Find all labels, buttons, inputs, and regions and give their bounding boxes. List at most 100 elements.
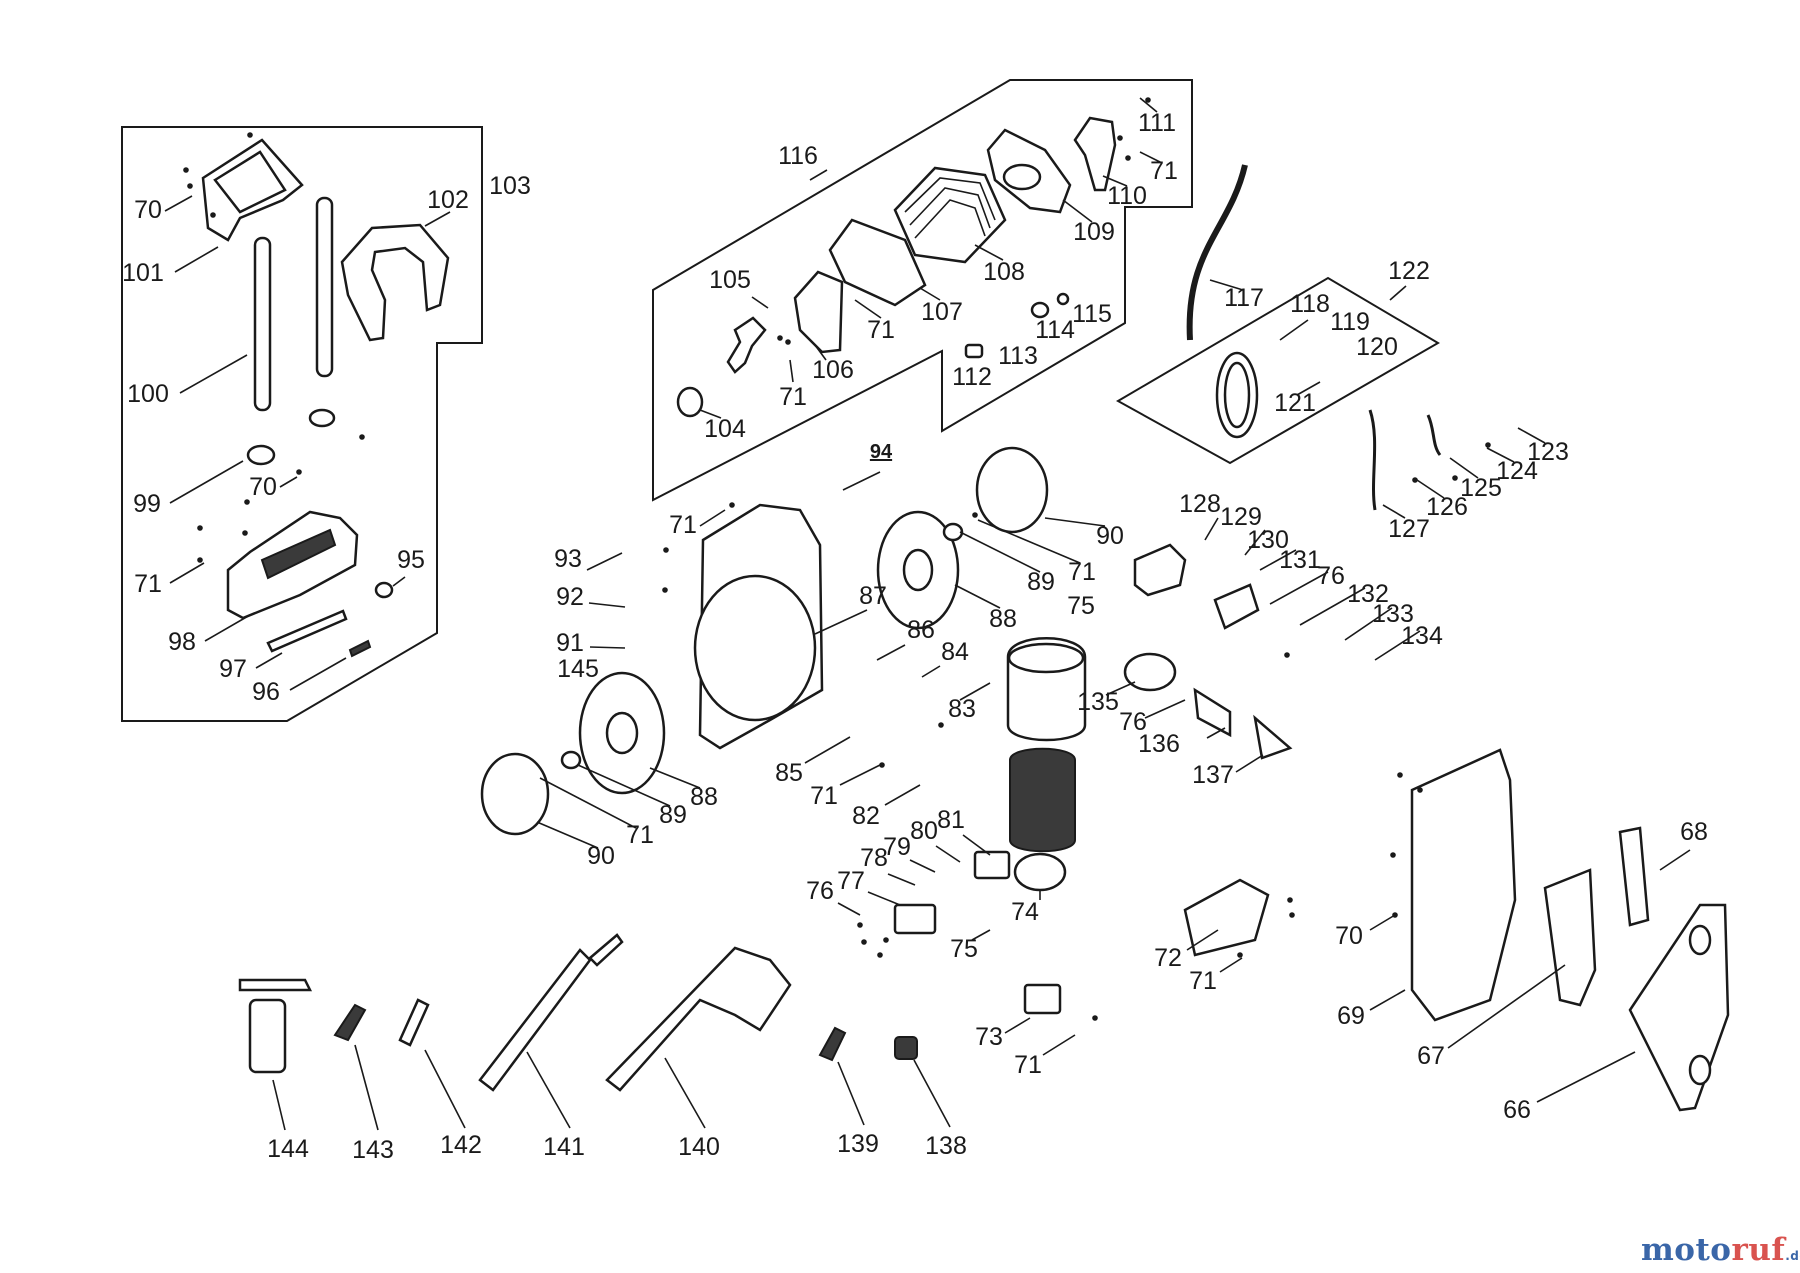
part-number-label: 99 (133, 490, 161, 518)
part-number-label: 71 (867, 316, 895, 344)
part-number-label: 89 (659, 801, 687, 829)
handle-tube-right-part (315, 196, 334, 378)
part-number-label: 105 (709, 266, 751, 294)
terminal-block-part (893, 850, 1062, 1015)
part-number-label: 70 (249, 473, 277, 501)
part-number-label: 134 (1401, 622, 1443, 650)
part-number-label: 76 (1119, 708, 1147, 736)
part-number-label: 112 (952, 363, 992, 391)
part-number-label: 123 (1527, 438, 1569, 466)
part-number-label: 75 (950, 935, 978, 963)
part-number-label: 89 (1027, 568, 1055, 596)
part-number-label: 111 (1138, 109, 1176, 137)
part-number-label: 114 (1035, 316, 1075, 344)
crank-part (726, 316, 767, 374)
hose-part (1186, 164, 1248, 341)
part-number-label: 88 (989, 605, 1017, 633)
hub-cap-left-part (480, 752, 550, 836)
part-number-label: 107 (921, 298, 963, 326)
part-number-label: 68 (1680, 818, 1708, 846)
part-number-label: 133 (1372, 600, 1414, 628)
part-number-label: 101 (122, 259, 164, 287)
reel-flange-part (828, 218, 927, 307)
part-number-label: 118 (1290, 290, 1330, 318)
part-number-label: 71 (669, 511, 697, 539)
part-number-label: 106 (812, 356, 854, 384)
watermark-tld: .de (1785, 1249, 1800, 1263)
part-number-label: 135 (1077, 688, 1119, 716)
part-number-label: 104 (704, 415, 746, 443)
main-housing-part (693, 503, 824, 750)
part-number-label: 144 (267, 1135, 309, 1163)
part-number-label: 102 (427, 186, 469, 214)
part-number-label: 115 (1072, 300, 1112, 328)
small-connector-parts (964, 292, 1070, 359)
reel-cover-part (986, 128, 1072, 214)
cable-bits-part (1368, 409, 1442, 511)
part-number-label: 78 (860, 844, 888, 872)
part-number-label: 116 (778, 142, 818, 170)
part-number-label: 100 (127, 380, 169, 408)
part-number-label: 128 (1179, 490, 1221, 518)
part-number-label: 98 (168, 628, 196, 656)
pump-head-part (226, 510, 359, 620)
part-number-label: 97 (219, 655, 247, 683)
part-number-label: 67 (1417, 1042, 1445, 1070)
part-number-label: 92 (556, 583, 584, 611)
part-number-label: 73 (975, 1023, 1003, 1051)
part-number-label: 79 (883, 833, 911, 861)
part-number-label: 82 (852, 802, 880, 830)
seal-ring-part (374, 581, 394, 599)
part-number-label: 119 (1330, 308, 1370, 336)
part-number-label: 126 (1426, 493, 1468, 521)
part-number-label: 71 (1150, 157, 1178, 185)
part-number-label: 77 (837, 867, 865, 895)
hose-drum-part (893, 166, 1007, 264)
part-number-label: 103 (489, 172, 531, 200)
reel-holder-part (1073, 116, 1117, 192)
gear-part (676, 386, 704, 418)
part-number-label: 129 (1220, 503, 1262, 531)
part-number-label: 72 (1154, 944, 1182, 972)
part-number-label: 75 (1067, 592, 1095, 620)
part-number-label: 113 (998, 342, 1038, 370)
brand-watermark: motoruf.de (1641, 1232, 1800, 1268)
part-number-label: 109 (1073, 218, 1115, 246)
part-number-label: 125 (1460, 474, 1502, 502)
part-number-label: 90 (587, 842, 615, 870)
screws (183, 97, 1491, 1021)
part-number-label: 88 (690, 783, 718, 811)
part-number-label: 83 (948, 695, 976, 723)
part-number-label: 84 (941, 638, 969, 666)
knob-part (246, 408, 336, 466)
part-number-label: 130 (1247, 526, 1289, 554)
part-number-label: 71 (1068, 558, 1096, 586)
leader-lines (164, 97, 1691, 1131)
part-number-label: 117 (1224, 284, 1264, 312)
foam-bottle-part (238, 978, 313, 1074)
capacitor-part (1123, 652, 1293, 760)
hub-cap-right-part (975, 446, 1049, 534)
watermark-brand-b: ruf (1731, 1232, 1786, 1268)
part-number-label: 90 (1096, 522, 1124, 550)
part-number-label: 121 (1274, 389, 1316, 417)
carry-handle-part (340, 223, 450, 342)
part-number-label: 66 (1503, 1096, 1531, 1124)
part-number-label: 132 (1347, 580, 1389, 608)
part-number-label: 143 (352, 1136, 394, 1164)
part-number-label: 70 (134, 196, 162, 224)
part-number-label: 131 (1279, 546, 1321, 574)
watermark-brand-a: moto (1641, 1232, 1732, 1268)
cable-coil-part (1215, 351, 1259, 439)
rear-housing-part (1410, 748, 1517, 1022)
part-number-label: 91 (556, 629, 584, 657)
washer-parts (560, 522, 964, 770)
handle-tube-left-part (253, 236, 272, 412)
wheel-right-part (876, 510, 960, 630)
nozzle-part (333, 998, 430, 1047)
handle-top-part (201, 138, 304, 242)
motor-cap-part (1006, 637, 1087, 742)
part-number-label: 108 (983, 258, 1025, 286)
